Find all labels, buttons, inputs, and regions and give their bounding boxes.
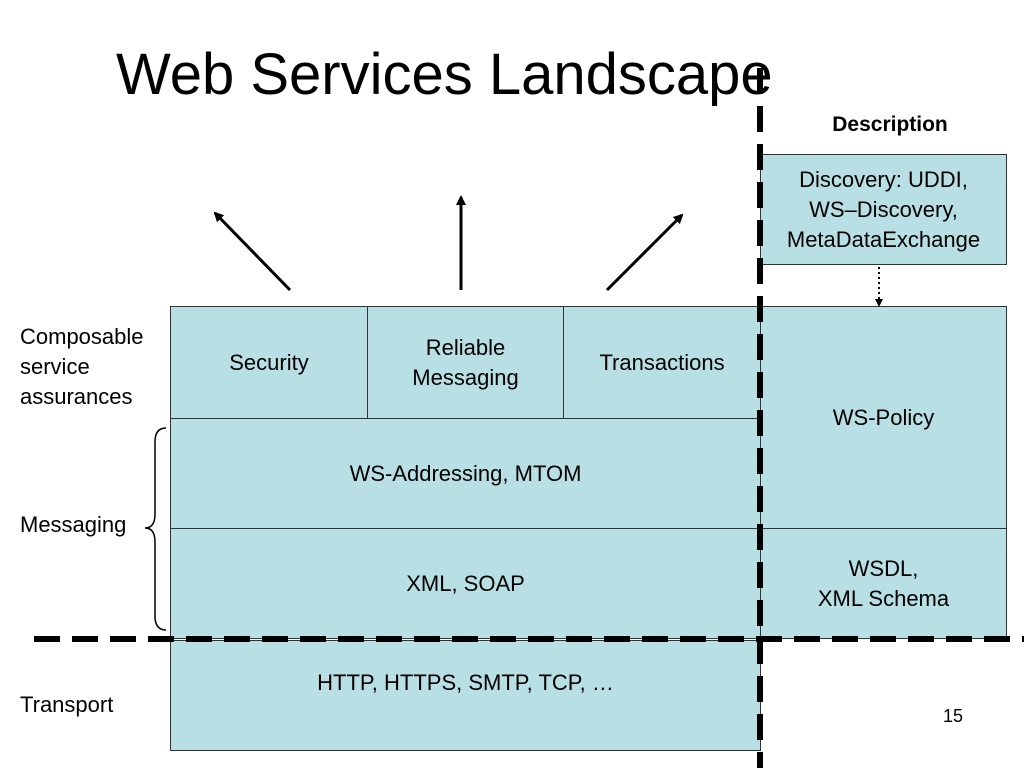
arrow-up-right xyxy=(605,213,684,292)
ws-addressing-box: WS-Addressing, MTOM xyxy=(170,418,761,529)
security-box: Security xyxy=(170,306,368,419)
slide-title: Web Services Landscape xyxy=(116,42,773,107)
ws-policy-box: WS-Policy xyxy=(760,306,1007,529)
transport-label: Transport xyxy=(20,692,114,717)
arrow-up-left xyxy=(213,211,292,292)
transport-box: HTTP, HTTPS, SMTP, TCP, … xyxy=(170,640,761,751)
transactions-box: Transactions xyxy=(563,306,761,419)
discovery-box: Discovery: UDDI, WS–Discovery, MetaDataE… xyxy=(760,154,1007,265)
composable-label: Composable service assurances xyxy=(20,324,144,409)
wsdl-box: WSDL, XML Schema xyxy=(760,528,1007,639)
messaging-brace xyxy=(144,427,167,631)
page-number: 15 xyxy=(942,706,964,726)
messaging-label: Messaging xyxy=(20,512,127,537)
reliable-messaging-box: Reliable Messaging xyxy=(367,306,564,419)
description-heading: Description xyxy=(832,113,948,136)
xml-soap-box: XML, SOAP xyxy=(170,528,761,639)
